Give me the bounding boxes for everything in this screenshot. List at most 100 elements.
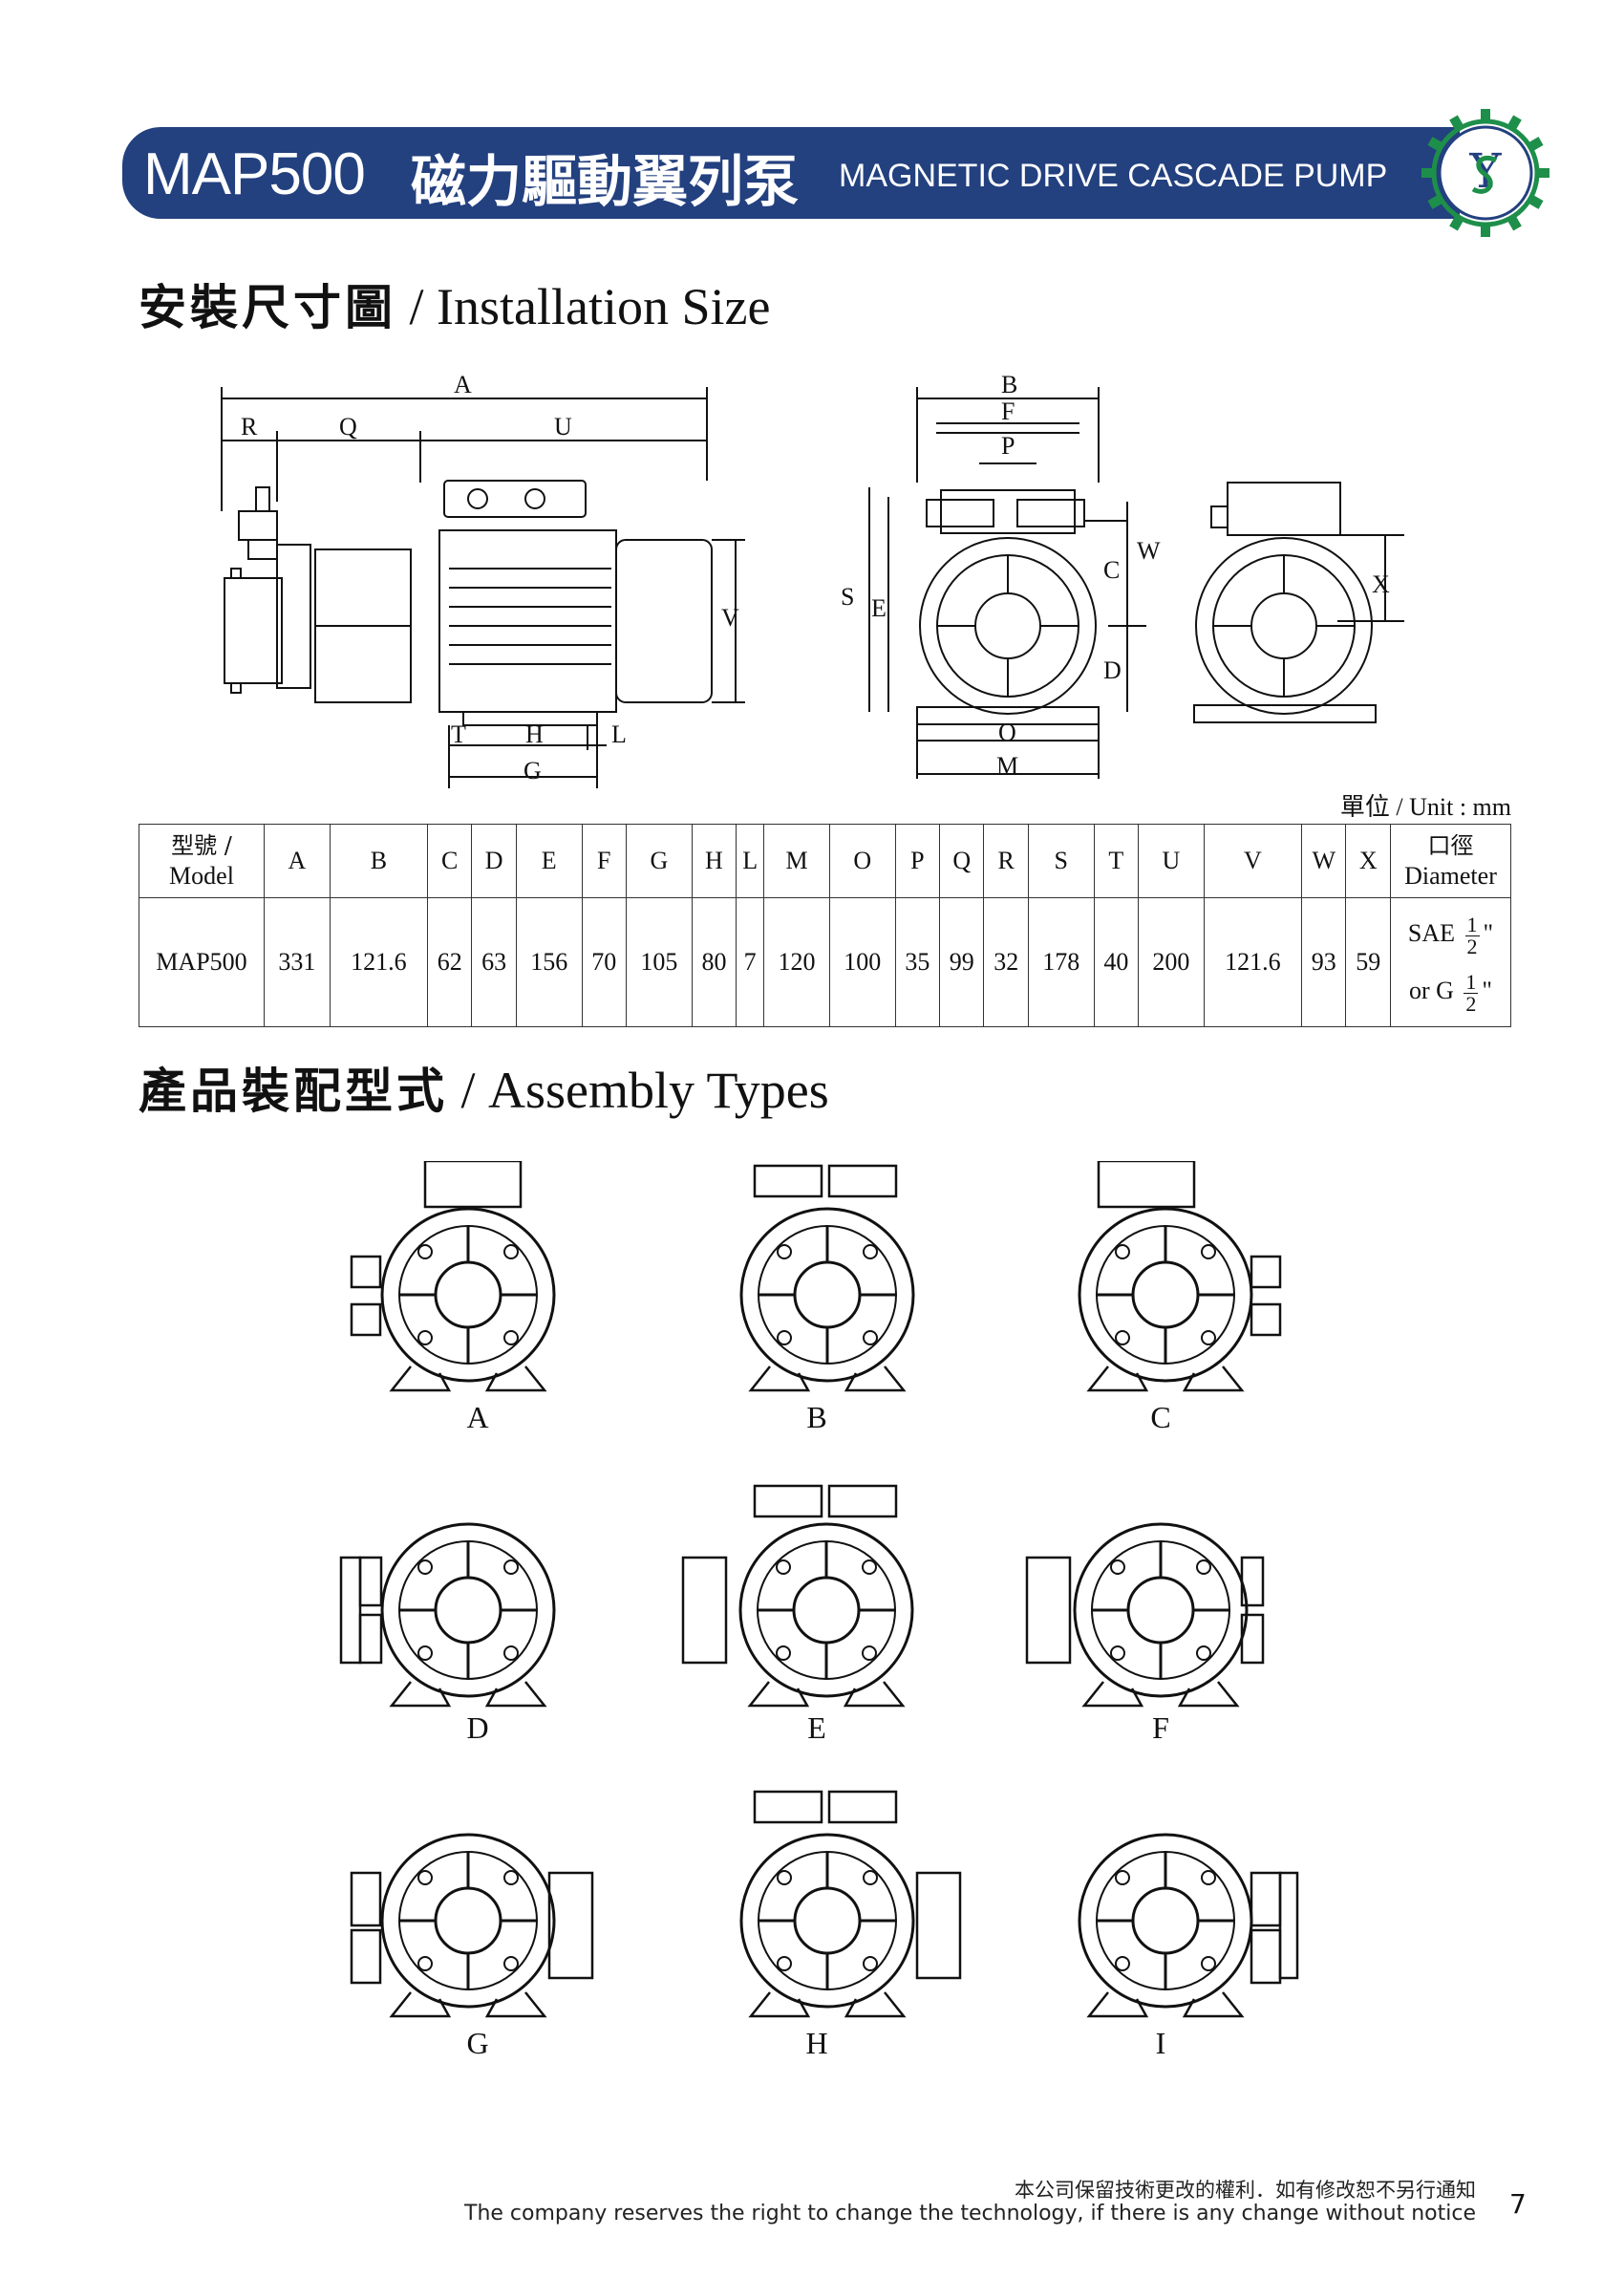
table-header-row: 型號 / Model A B C D E F G H L M O P Q R S… <box>139 824 1511 898</box>
table-cell: 80 <box>691 897 737 1027</box>
table-cell: 178 <box>1027 897 1095 1027</box>
table-cell: 156 <box>515 897 583 1027</box>
footer-notice-en: The company reserves the right to change… <box>464 2202 1476 2225</box>
title-banner: MAP500 磁力驅動翼列泵 MAGNETIC DRIVE CASCADE PU… <box>122 127 1460 219</box>
dim-label-c: C <box>1103 556 1120 584</box>
assembly-label-b: B <box>806 1400 827 1434</box>
footer-notice-cn: 本公司保留技術更改的權利．如有修改恕不另行通知 <box>1015 2179 1476 2202</box>
table-cell: 100 <box>828 897 896 1027</box>
table-cell: 59 <box>1345 897 1391 1027</box>
table-cell: 32 <box>983 897 1029 1027</box>
assembly-label-i: I <box>1155 2026 1166 2060</box>
table-cell: 121.6 <box>1203 897 1303 1027</box>
assembly-label-e: E <box>807 1710 826 1745</box>
table-cell: 93 <box>1301 897 1347 1027</box>
assembly-type-e-drawing <box>681 1484 914 1708</box>
table-cell: 121.6 <box>329 897 429 1027</box>
dim-label-x: X <box>1372 570 1390 598</box>
table-cell: 99 <box>939 897 985 1027</box>
dim-label-s: S <box>841 583 854 611</box>
column-header: B <box>329 824 429 898</box>
column-header: Q <box>939 824 985 898</box>
dim-label-g: G <box>524 757 542 785</box>
installation-size-title: 安裝尺寸圖 / Installation Size <box>139 269 770 338</box>
column-header: U <box>1138 824 1205 898</box>
product-title-en: MAGNETIC DRIVE CASCADE PUMP <box>839 158 1388 194</box>
dimension-table: 型號 / Model A B C D E F G H L M O P Q R S… <box>139 824 1511 1027</box>
assembly-type-d-drawing <box>339 1522 556 1708</box>
table-cell: 40 <box>1093 897 1140 1027</box>
model-cell: MAP500 <box>139 897 265 1027</box>
page-number: 7 <box>1509 2188 1527 2220</box>
dim-label-h: H <box>525 720 544 748</box>
side-view-drawing: A R Q U V T H L G <box>221 371 745 788</box>
assembly-type-c-drawing <box>1078 1161 1282 1392</box>
model-column-header: 型號 / Model <box>139 824 265 898</box>
table-cell: 70 <box>581 897 627 1027</box>
table-cell: 120 <box>763 897 830 1027</box>
assembly-type-b-drawing <box>739 1164 915 1392</box>
rear-view-drawing: X <box>1193 482 1404 723</box>
column-header: H <box>691 824 737 898</box>
column-header: M <box>763 824 830 898</box>
column-header: T <box>1093 824 1140 898</box>
company-logo: Y <box>1421 109 1549 237</box>
dim-label-b: B <box>1001 371 1017 398</box>
assembly-label-h: H <box>805 2026 828 2060</box>
assembly-label-c: C <box>1150 1400 1171 1434</box>
dim-label-e: E <box>871 594 887 622</box>
dim-label-m: M <box>996 752 1018 780</box>
column-header: C <box>427 824 473 898</box>
installation-size-title-en: / Installation Size <box>409 278 771 335</box>
assembly-label-f: F <box>1152 1710 1169 1745</box>
dim-label-r: R <box>241 413 258 441</box>
assembly-types-title-cn: 產品裝配型式 <box>139 1063 448 1119</box>
column-header: A <box>264 824 331 898</box>
installation-size-title-cn: 安裝尺寸圖 <box>139 279 396 335</box>
column-header: S <box>1027 824 1095 898</box>
table-row: MAP500 331 121.6 62 63 156 70 105 80 7 1… <box>139 897 1511 1027</box>
product-title-cn: 磁力驅動翼列泵 <box>411 149 800 214</box>
table-cell: 105 <box>625 897 693 1027</box>
dim-label-a: A <box>454 371 472 398</box>
table-cell: 7 <box>736 897 765 1027</box>
assembly-label-a: A <box>466 1400 489 1434</box>
dim-label-q: Q <box>339 413 357 441</box>
assembly-type-h-drawing <box>739 1790 962 2018</box>
column-header: O <box>828 824 896 898</box>
dim-label-f: F <box>1001 398 1015 425</box>
dim-label-w: W <box>1137 537 1161 565</box>
dim-label-u: U <box>554 413 572 441</box>
dim-label-l: L <box>611 720 627 748</box>
table-cell: 35 <box>894 897 941 1027</box>
dim-label-v: V <box>721 604 739 632</box>
dim-label-d: D <box>1103 656 1122 684</box>
assembly-type-f-drawing <box>1025 1522 1265 1708</box>
front-view-drawing: B F P S E C W D O M <box>841 371 1161 780</box>
column-header: P <box>894 824 941 898</box>
unit-label: 單位 / Unit : mm <box>1339 793 1511 821</box>
table-cell: 331 <box>264 897 331 1027</box>
assembly-type-i-drawing <box>1078 1833 1299 2018</box>
column-header: R <box>983 824 1029 898</box>
dim-label-t: T <box>451 720 466 748</box>
model-title: MAP500 <box>143 141 366 207</box>
assembly-type-a-drawing <box>350 1161 556 1392</box>
column-header: V <box>1203 824 1303 898</box>
column-header: G <box>625 824 693 898</box>
column-header: W <box>1301 824 1347 898</box>
dim-label-p: P <box>1001 432 1015 460</box>
assembly-types-title-en: / Assembly Types <box>460 1062 829 1119</box>
column-header: D <box>471 824 517 898</box>
assembly-type-g-drawing <box>350 1833 594 2018</box>
table-cell: 62 <box>427 897 473 1027</box>
column-header: E <box>515 824 583 898</box>
diameter-column-header: 口徑 Diameter <box>1390 824 1511 898</box>
dim-label-o: O <box>998 719 1016 746</box>
assembly-label-d: D <box>466 1710 489 1745</box>
assembly-label-g: G <box>466 2026 489 2060</box>
table-cell: 63 <box>471 897 517 1027</box>
column-header: X <box>1345 824 1391 898</box>
table-cell: 200 <box>1138 897 1205 1027</box>
